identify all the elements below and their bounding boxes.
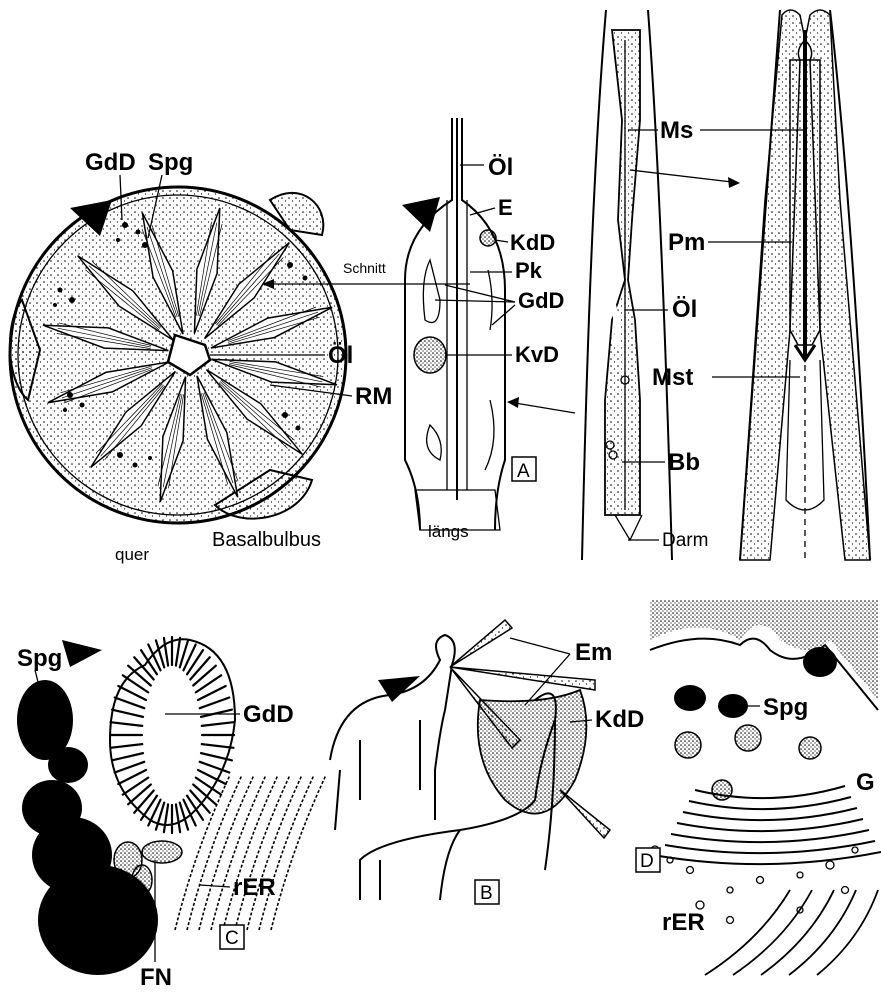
label-gdd-c: GdD: [243, 701, 294, 728]
label-spg-cross: Spg: [148, 149, 193, 176]
label-darm: Darm: [662, 530, 708, 551]
label-mst: Mst: [652, 364, 693, 391]
panel-d-letter: D: [640, 851, 654, 872]
granule-d3: [803, 647, 837, 677]
label-e: E: [498, 195, 513, 220]
panel-d: Spg G rER D: [636, 600, 881, 975]
granule-c2: [48, 747, 88, 783]
kvd-nucleus: [414, 337, 446, 373]
arrowhead-b: [378, 676, 420, 702]
rer-cisternae-d: [705, 890, 878, 975]
panel-a-cross-section: GdD Spg Öl RM quer Basalbulbus: [10, 149, 392, 564]
caption-basalbulbus: Basalbulbus: [212, 529, 321, 551]
label-g: G: [856, 769, 875, 796]
arrowhead-c: [62, 640, 102, 667]
label-rer-d: rER: [662, 909, 705, 936]
caption-laengs: längs: [428, 522, 469, 541]
label-gdd-cross: GdD: [85, 149, 136, 176]
label-spg-c: Spg: [17, 645, 62, 672]
panel-b: Em KdD B: [330, 620, 644, 904]
label-oel-pharynx: Öl: [672, 296, 697, 323]
gdd-microvilli: [110, 637, 234, 833]
label-pk: Pk: [515, 258, 543, 283]
label-kdd-long: KdD: [510, 230, 555, 255]
panel-a-pharynx: Ms Pm Öl Mst Bb Darm: [507, 10, 870, 560]
label-kvd: KvD: [515, 342, 559, 367]
label-gdd-long: GdD: [518, 288, 564, 313]
panel-c: Spg GdD rER FN C: [17, 637, 326, 991]
label-oel-long: Öl: [488, 154, 513, 181]
panel-b-letter: B: [480, 883, 493, 904]
caption-quer: quer: [115, 545, 149, 564]
label-rm: RM: [355, 383, 392, 410]
label-rer-c: rER: [233, 874, 276, 901]
panel-c-letter: C: [225, 928, 239, 949]
granule-d1: [674, 685, 706, 711]
label-schnitt: Schnitt: [343, 260, 386, 276]
label-pm: Pm: [668, 229, 705, 256]
label-em: Em: [575, 639, 612, 666]
golgi-stack: [659, 786, 881, 864]
panel-a-letter: A: [517, 461, 530, 482]
label-spg-d: Spg: [763, 694, 808, 721]
label-ms: Ms: [660, 117, 693, 144]
kdd-cell-body: [478, 690, 587, 814]
label-fn: FN: [140, 964, 172, 991]
label-bb: Bb: [668, 449, 700, 476]
label-kdd-b: KdD: [595, 706, 644, 733]
label-oel-cross: Öl: [328, 342, 353, 369]
